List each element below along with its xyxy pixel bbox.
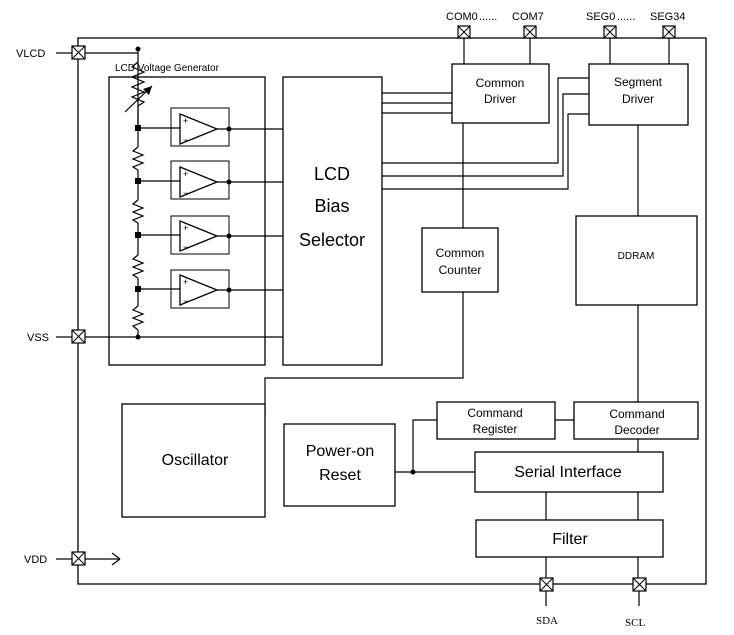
lcd-bias-selector: LCD Bias Selector bbox=[282, 76, 383, 366]
svg-text:Command: Command bbox=[467, 406, 522, 420]
pin-com0-label: COM0 bbox=[446, 11, 478, 23]
bias-wiring bbox=[382, 77, 589, 190]
ddram: DDRAM bbox=[575, 125, 698, 402]
svg-text:Common: Common bbox=[436, 246, 485, 260]
svg-text:Bias: Bias bbox=[314, 196, 349, 216]
pin-sda-label: SDA bbox=[536, 615, 558, 627]
svg-text:Driver: Driver bbox=[622, 92, 654, 106]
svg-text:Command: Command bbox=[609, 407, 664, 421]
svg-text:Power-on: Power-on bbox=[306, 443, 374, 460]
command-register: Command Register bbox=[436, 401, 556, 440]
pin-scl: SCL bbox=[625, 577, 647, 629]
pin-vss-label: VSS bbox=[27, 332, 49, 344]
pin-seg-group: SEG0 ...... SEG34 bbox=[586, 11, 685, 64]
svg-text:Driver: Driver bbox=[484, 92, 516, 106]
opamp-4: + − bbox=[141, 269, 283, 309]
pin-scl-label: SCL bbox=[625, 617, 645, 629]
svg-text:+: + bbox=[183, 223, 188, 233]
svg-text:+: + bbox=[183, 169, 188, 179]
svg-text:Common: Common bbox=[476, 76, 525, 90]
pin-com7-label: COM7 bbox=[512, 11, 544, 23]
opamp-1: + − bbox=[141, 107, 283, 147]
svg-text:Register: Register bbox=[473, 422, 518, 436]
svg-text:LCD: LCD bbox=[314, 164, 350, 184]
oscillator: Oscillator bbox=[121, 403, 266, 518]
pin-seg0-label: SEG0 bbox=[586, 11, 615, 23]
svg-text:+: + bbox=[183, 116, 188, 126]
svg-text:Segment: Segment bbox=[614, 75, 663, 89]
svg-text:−: − bbox=[183, 296, 188, 306]
pin-com-dots: ...... bbox=[479, 11, 497, 23]
pin-seg-dots: ...... bbox=[617, 11, 635, 23]
svg-text:Decoder: Decoder bbox=[614, 423, 659, 437]
serial-interface: Serial Interface bbox=[474, 451, 664, 493]
power-on-reset: Power-on Reset bbox=[283, 423, 396, 507]
common-counter: Common Counter bbox=[264, 123, 499, 415]
segment-driver: Segment Driver bbox=[588, 63, 689, 126]
pin-vlcd: VLCD bbox=[16, 45, 86, 60]
svg-text:DDRAM: DDRAM bbox=[618, 251, 655, 262]
pin-vdd: VDD bbox=[24, 551, 121, 566]
lcd-voltage-generator: LCD Voltage Generator + − bbox=[85, 46, 283, 366]
svg-text:−: − bbox=[183, 188, 188, 198]
svg-text:−: − bbox=[183, 135, 188, 145]
svg-text:Oscillator: Oscillator bbox=[162, 452, 229, 469]
svg-text:Selector: Selector bbox=[299, 230, 365, 250]
lcd-voltage-generator-label: LCD Voltage Generator bbox=[115, 63, 220, 74]
pin-vlcd-label: VLCD bbox=[16, 48, 45, 60]
pin-sda: SDA bbox=[536, 577, 558, 627]
svg-text:Counter: Counter bbox=[439, 263, 482, 277]
filter: Filter bbox=[475, 492, 664, 578]
opamp-2: + − bbox=[141, 160, 283, 200]
pin-vss: VSS bbox=[27, 329, 86, 344]
pin-com-group: COM0 ...... COM7 bbox=[446, 11, 544, 64]
opamp-3: + − bbox=[141, 215, 283, 255]
svg-text:Serial Interface: Serial Interface bbox=[514, 464, 622, 481]
svg-text:+: + bbox=[183, 277, 188, 287]
pin-seg34-label: SEG34 bbox=[650, 11, 685, 23]
reset-junction bbox=[395, 419, 475, 475]
svg-text:−: − bbox=[183, 242, 188, 252]
pin-vdd-label: VDD bbox=[24, 554, 47, 566]
svg-text:Reset: Reset bbox=[319, 467, 361, 484]
command-decoder: Command Decoder bbox=[573, 401, 699, 440]
common-driver: Common Driver bbox=[451, 63, 550, 124]
svg-text:Filter: Filter bbox=[552, 531, 588, 548]
